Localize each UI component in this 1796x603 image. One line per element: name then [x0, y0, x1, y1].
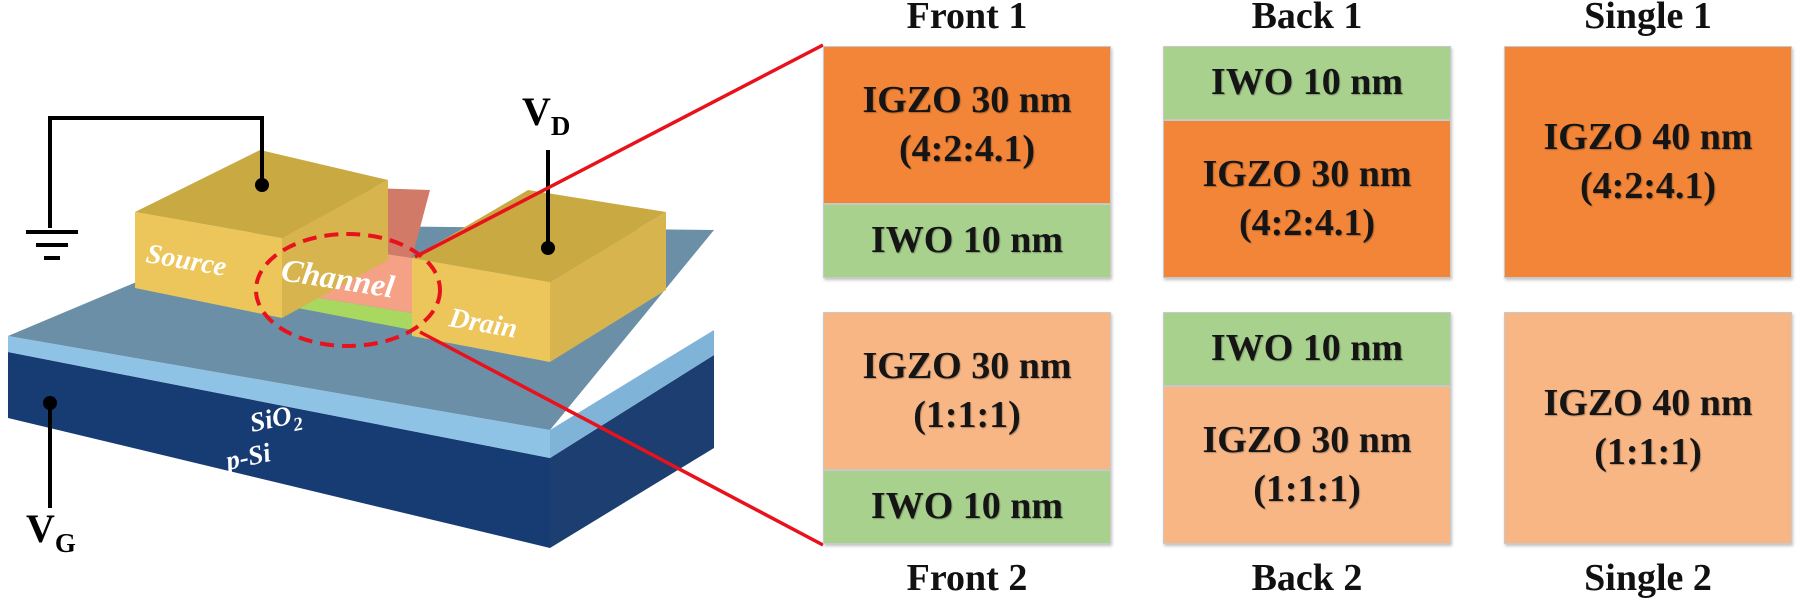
layer-ratio: (4:2:4.1) — [1579, 165, 1717, 207]
layer-label: IWO 10 nm — [870, 485, 1064, 528]
igzo-layer: IGZO 40 nm (1:1:1) — [1504, 312, 1792, 544]
layer-label: IGZO 40 nm — [1543, 381, 1753, 424]
callout-line-top — [414, 43, 824, 259]
vd-label: VD — [522, 89, 570, 141]
layer-ratio: (1:1:1) — [913, 394, 1021, 436]
source-electrode-side — [282, 180, 388, 318]
igzo-layer: IGZO 40 nm (4:2:4.1) — [1504, 46, 1792, 278]
title-single-1: Single 1 — [1584, 0, 1712, 37]
layer-label: IGZO 30 nm — [862, 344, 1072, 387]
iwo-layer: IWO 10 nm — [823, 470, 1111, 544]
channel-highlight-ellipse — [254, 232, 442, 348]
layer-ratio: (4:2:4.1) — [1238, 202, 1376, 244]
ground-wire — [48, 116, 264, 228]
ground-icon — [26, 230, 78, 260]
title-back-2: Back 2 — [1251, 557, 1363, 599]
drain-electrode-front — [412, 258, 550, 362]
stack-back-2: IWO 10 nm IGZO 30 nm (1:1:1) — [1163, 312, 1451, 544]
layer-label: IGZO 30 nm — [1202, 418, 1412, 461]
vg-label: VG — [26, 506, 76, 558]
layer-label: IGZO 30 nm — [862, 78, 1072, 121]
stack-single-1: IGZO 40 nm (4:2:4.1) — [1504, 46, 1792, 278]
layer-label: IGZO 40 nm — [1543, 115, 1753, 158]
stack-single-2: IGZO 40 nm (1:1:1) — [1504, 312, 1792, 544]
stack-front-1: IGZO 30 nm (4:2:4.1) IWO 10 nm — [823, 46, 1111, 278]
drain-electrode-top — [412, 190, 666, 282]
title-back-1: Back 1 — [1251, 0, 1363, 37]
title-single-2: Single 2 — [1584, 557, 1712, 599]
igzo-layer: IGZO 30 nm (1:1:1) — [823, 312, 1111, 470]
source-electrode-top — [135, 150, 388, 238]
igzo-layer: IGZO 30 nm (4:2:4.1) — [823, 46, 1111, 204]
igzo-layer: IGZO 30 nm (1:1:1) — [1163, 386, 1451, 544]
p-si-substrate-side — [550, 355, 714, 548]
gate-contact-dot — [43, 396, 57, 410]
layer-ratio: (1:1:1) — [1253, 468, 1361, 510]
sio2-layer-front — [8, 336, 550, 458]
layer-ratio: (1:1:1) — [1594, 431, 1702, 473]
title-front-2: Front 2 — [906, 557, 1028, 599]
callout-line-bottom — [419, 330, 824, 547]
title-front-1: Front 1 — [906, 0, 1028, 37]
channel-iwo-layer — [282, 292, 412, 330]
iwo-layer: IWO 10 nm — [1163, 312, 1451, 386]
iwo-layer: IWO 10 nm — [1163, 46, 1451, 120]
iwo-layer: IWO 10 nm — [823, 204, 1111, 278]
drain-electrode-side — [550, 212, 666, 362]
sio2-layer-side — [550, 330, 714, 458]
source-electrode-front — [135, 212, 282, 318]
drain-contact-dot — [541, 241, 555, 255]
layer-label: IWO 10 nm — [1210, 61, 1404, 104]
layer-label: IWO 10 nm — [870, 219, 1064, 262]
layer-label: IWO 10 nm — [1210, 327, 1404, 370]
source-contact-dot — [255, 178, 269, 192]
layer-label: IGZO 30 nm — [1202, 152, 1412, 195]
p-si-substrate-front — [8, 352, 550, 548]
stack-back-1: IWO 10 nm IGZO 30 nm (4:2:4.1) — [1163, 46, 1451, 278]
layer-ratio: (4:2:4.1) — [898, 128, 1036, 170]
stack-front-2: IGZO 30 nm (1:1:1) IWO 10 nm — [823, 312, 1111, 544]
igzo-layer: IGZO 30 nm (4:2:4.1) — [1163, 120, 1451, 278]
